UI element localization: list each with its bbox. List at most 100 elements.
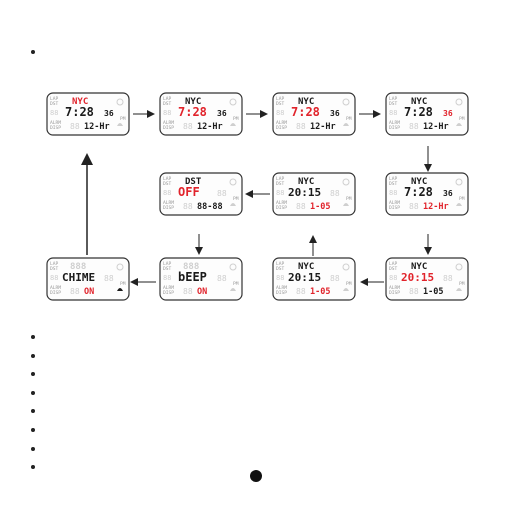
- lcd-frame: [46, 257, 130, 301]
- lcd-ghost-left: 88: [389, 109, 397, 117]
- label-dst: DST: [276, 181, 285, 187]
- label-lap: LAP: [163, 261, 172, 267]
- label-dst: DST: [163, 101, 172, 107]
- bell-icon: [342, 98, 350, 106]
- chime-icon: [230, 203, 236, 206]
- label-lap: LAP: [389, 176, 398, 182]
- lcd-bottom-text: ON: [84, 287, 94, 297]
- lcd-seconds-ghost: 88: [217, 274, 227, 283]
- list-bullet: [31, 390, 35, 395]
- list-bullet: [31, 372, 35, 377]
- label-disp: DISP: [389, 205, 400, 211]
- label-disp: DISP: [50, 290, 61, 296]
- lcd-top-text: NYC: [411, 177, 427, 187]
- lcd-main-text: 7:28: [65, 105, 94, 119]
- lcd-top-ghost: 888: [183, 262, 199, 272]
- lcd-bottom-text: 12-Hr: [310, 122, 336, 132]
- lcd-main-text: 20:15: [401, 271, 434, 284]
- lcd-main-text: 20:15: [288, 186, 321, 199]
- lcd-bottom-text: 88-88: [197, 202, 223, 212]
- bell-icon: [229, 178, 237, 186]
- lcd-bottom-ghost: 88: [296, 122, 306, 131]
- label-disp: DISP: [276, 125, 287, 131]
- bell-icon: [455, 98, 463, 106]
- label-alrm: ALRM: [276, 285, 287, 291]
- lcd-seconds-text: 36: [443, 109, 453, 118]
- lcd-bottom-ghost: 88: [296, 287, 306, 296]
- label-disp: DISP: [163, 205, 174, 211]
- bell-icon: [116, 98, 124, 106]
- label-dst: DST: [389, 266, 398, 272]
- label-lap: LAP: [50, 96, 59, 102]
- label-pm: PM: [233, 196, 239, 202]
- lcd-main-text: bEEP: [178, 270, 207, 284]
- lcd-bottom-ghost: 88: [183, 287, 193, 296]
- lcd-seconds-ghost: 88: [217, 189, 227, 198]
- lcd-frame: [159, 257, 243, 301]
- lcd-ghost-left: 88: [276, 189, 284, 197]
- label-alrm: ALRM: [163, 200, 174, 206]
- label-disp: DISP: [276, 290, 287, 296]
- label-pm: PM: [459, 281, 465, 287]
- list-bullet: [31, 446, 35, 451]
- bell-icon: [455, 263, 463, 271]
- lcd-bottom-text: 12-Hr: [84, 122, 110, 132]
- label-dst: DST: [163, 181, 172, 187]
- list-bullet: [31, 465, 35, 470]
- label-lap: LAP: [276, 261, 285, 267]
- list-bullet: [31, 409, 35, 414]
- lcd-frame: [272, 92, 356, 136]
- bell-icon: [116, 263, 124, 271]
- label-lap: LAP: [163, 176, 172, 182]
- label-dst: DST: [389, 181, 398, 187]
- lcd-seconds-ghost: 88: [104, 274, 114, 283]
- lcd-ghost-left: 88: [163, 274, 171, 282]
- lcd-bottom-ghost: 88: [183, 202, 193, 211]
- lcd-main-text: OFF: [178, 185, 200, 199]
- lcd-ghost-left: 88: [50, 109, 58, 117]
- label-disp: DISP: [163, 125, 174, 131]
- label-alrm: ALRM: [50, 285, 61, 291]
- list-bullet: [31, 353, 35, 358]
- label-alrm: ALRM: [163, 285, 174, 291]
- lcd-ghost-left: 88: [163, 109, 171, 117]
- lcd-top-text: NYC: [411, 262, 427, 272]
- label-dst: DST: [163, 266, 172, 272]
- bell-icon: [229, 98, 237, 106]
- label-alrm: ALRM: [389, 120, 400, 126]
- label-disp: DISP: [50, 125, 61, 131]
- lcd-bottom-text: 1-05: [310, 287, 330, 297]
- label-pm: PM: [346, 196, 352, 202]
- lcd-top-ghost: 888: [70, 262, 86, 272]
- label-dst: DST: [389, 101, 398, 107]
- lcd-top-text: NYC: [298, 97, 314, 107]
- label-lap: LAP: [276, 176, 285, 182]
- lcd-top-text: NYC: [298, 177, 314, 187]
- lcd-ghost-left: 88: [276, 274, 284, 282]
- lcd-ghost-left: 88: [389, 189, 397, 197]
- flow-arrows: [81, 110, 432, 286]
- lcd-seconds-text: 36: [217, 109, 227, 118]
- label-dst: DST: [276, 101, 285, 107]
- lcd-bottom-text: 12-Hr: [197, 122, 223, 132]
- label-lap: LAP: [389, 261, 398, 267]
- lcd-seconds-text: 36: [104, 109, 114, 118]
- label-pm: PM: [346, 281, 352, 287]
- bell-icon: [229, 263, 237, 271]
- label-dst: DST: [276, 266, 285, 272]
- label-disp: DISP: [389, 125, 400, 131]
- chime-icon: [343, 288, 349, 291]
- lcd-main-text: 7:28: [178, 105, 207, 119]
- bell-icon: [342, 178, 350, 186]
- chime-icon: [117, 288, 123, 291]
- label-disp: DISP: [163, 290, 174, 296]
- label-dst: DST: [50, 266, 59, 272]
- label-pm: PM: [459, 116, 465, 122]
- chime-icon: [117, 123, 123, 126]
- lcd-seconds-text: 36: [443, 189, 453, 198]
